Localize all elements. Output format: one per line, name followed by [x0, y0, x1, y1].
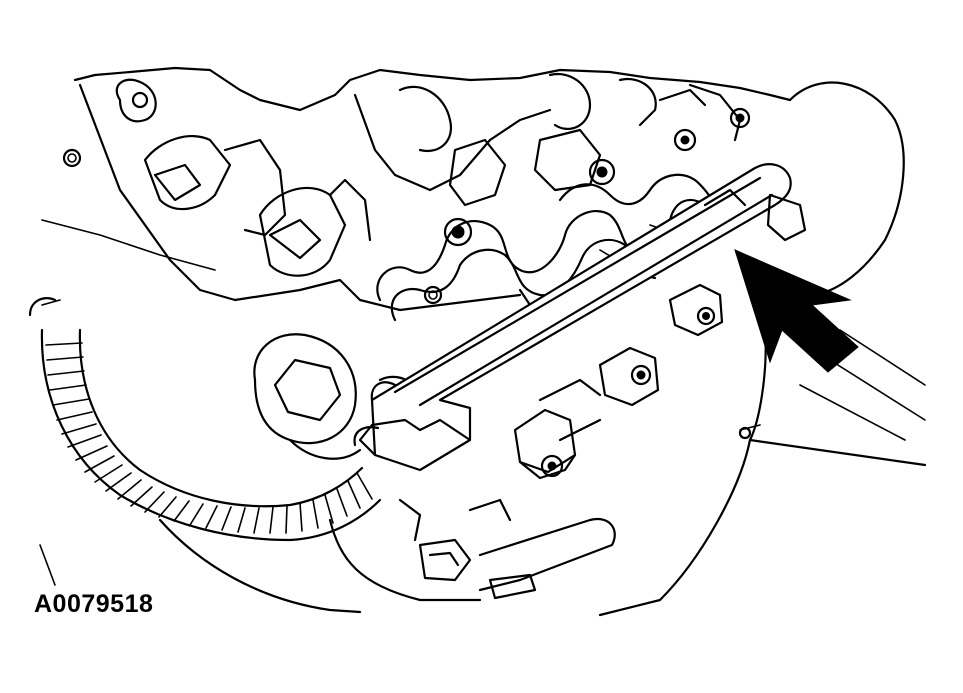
hex-bolt-large — [253, 333, 422, 460]
arrow-icon — [734, 249, 859, 373]
right-side-details — [658, 88, 761, 440]
fuel-rail — [353, 163, 807, 472]
cylinder-head — [62, 72, 742, 312]
figure-id-label: A0079518 — [34, 590, 154, 618]
injector-bolts — [513, 283, 724, 480]
wiring-harness — [28, 297, 382, 542]
engine-block-outline — [39, 66, 927, 617]
lower-pipe — [158, 498, 616, 614]
